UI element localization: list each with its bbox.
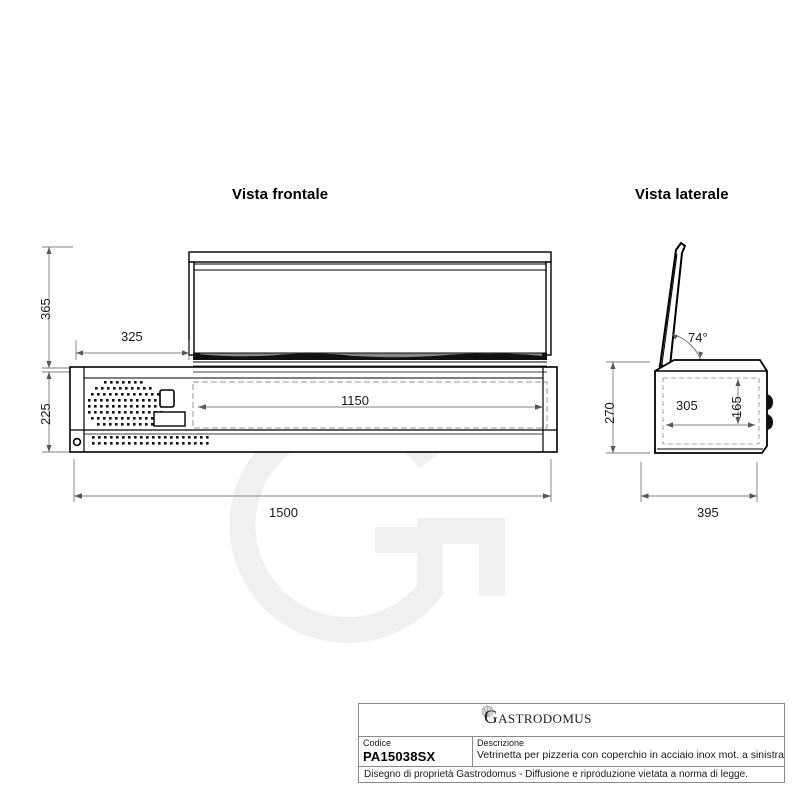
shell-logo-icon [481, 705, 494, 718]
dim-text-395: 395 [697, 505, 719, 520]
dimension-height-165 [735, 379, 741, 424]
power-indicator-icon [72, 437, 82, 447]
code-value: PA15038SX [363, 749, 436, 764]
copyright-notice: Disegno di proprietà Gastrodomus - Diffu… [364, 769, 748, 780]
dim-text-1500: 1500 [269, 505, 298, 520]
title-block: Gastrodomus Codice PA15038SX Descrizione… [358, 703, 785, 783]
control-button [159, 389, 175, 408]
front-view-drawing [42, 246, 558, 502]
dim-text-305: 305 [676, 398, 698, 413]
dimension-height-270 [606, 361, 650, 454]
side-view-drawing [606, 241, 773, 502]
front-lid-glass-assembly [188, 251, 552, 356]
dim-text-225: 225 [38, 403, 53, 425]
plinth-vent-strip [92, 436, 209, 445]
title-block-data-row: Codice PA15038SX Descrizione Vetrinetta … [359, 737, 784, 767]
dimension-depth-305 [666, 422, 755, 428]
dimension-height-365 [42, 246, 73, 369]
title-block-logo-row: Gastrodomus [359, 704, 784, 737]
dim-text-365: 365 [38, 298, 53, 320]
dimension-height-225 [42, 371, 73, 453]
dim-text-74-degrees: 74° [688, 330, 708, 345]
front-cabinet-body [69, 361, 558, 453]
dim-text-1150: 1150 [341, 393, 369, 408]
title-block-footer-row: Disegno di proprietà Gastrodomus - Diffu… [359, 767, 784, 784]
side-hidden-well-outline [662, 377, 760, 445]
brand-logo-text: Gastrodomus [484, 707, 592, 728]
code-label: Codice [363, 738, 392, 748]
dim-text-325: 325 [121, 329, 143, 344]
description-value: Vetrinetta per pizzeria con coperchio in… [477, 749, 784, 761]
motor-vent-grille [88, 381, 163, 426]
dimension-width-1500 [73, 459, 552, 502]
side-cabinet-body [654, 359, 768, 454]
dim-text-165: 165 [729, 396, 744, 418]
description-cell: Descrizione Vetrinetta per pizzeria con … [473, 737, 784, 766]
dimension-depth-395 [640, 462, 758, 502]
side-rear-fitting [767, 394, 773, 430]
control-display [153, 411, 186, 427]
description-label: Descrizione [477, 738, 525, 748]
side-open-lid [658, 241, 687, 369]
hidden-pan-well-outline [192, 381, 548, 429]
view-title-front: Vista frontale [232, 186, 329, 203]
front-gasket-band [193, 353, 547, 360]
dimension-width-1150 [198, 404, 543, 410]
view-title-side: Vista laterale [635, 186, 729, 203]
dim-text-270: 270 [602, 402, 617, 424]
code-cell: Codice PA15038SX [359, 737, 473, 766]
dimension-width-325 [75, 340, 190, 360]
